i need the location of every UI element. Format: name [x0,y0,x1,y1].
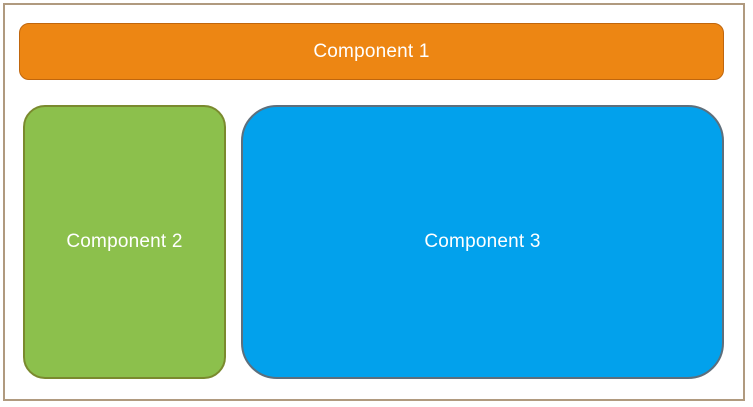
component-1-box: Component 1 [19,23,724,80]
component-1-label: Component 1 [313,40,430,62]
component-2-box: Component 2 [23,105,226,379]
layout-frame: Component 1 Component 2 Component 3 [3,3,745,401]
component-3-label: Component 3 [424,231,541,252]
component-3-box: Component 3 [241,105,724,379]
component-2-label: Component 2 [66,231,183,252]
